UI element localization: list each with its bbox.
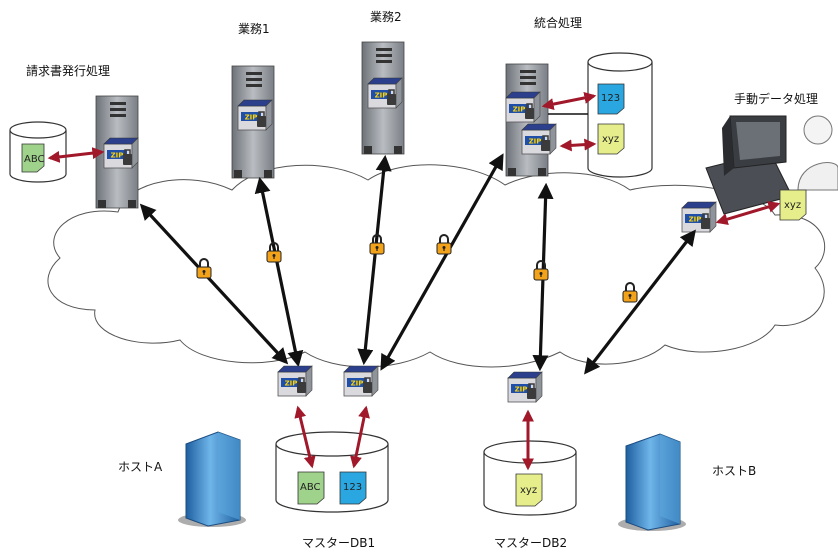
zip-icon (505, 91, 541, 123)
doc-label: 123 (601, 93, 620, 104)
network-arrows (139, 153, 696, 375)
network-cloud (47, 164, 825, 368)
transfer-arrow (294, 405, 316, 469)
transfer-arrow (559, 138, 597, 152)
doc-label: ABC (24, 154, 45, 165)
transfer-arrow (715, 201, 781, 225)
host-a-server (178, 431, 246, 527)
document-icon: xyz (779, 189, 807, 221)
label-invoice-processing: 請求書発行処理 (26, 64, 111, 78)
zip-icon (681, 201, 717, 233)
document-icon: 123 (597, 83, 625, 115)
host-b-server (618, 433, 686, 531)
label-integration-processing: 統合処理 (534, 16, 583, 30)
label-host-b: ホストB (712, 464, 757, 478)
person-icon (797, 115, 838, 191)
zip-icon (507, 371, 543, 403)
zip-icon (237, 99, 273, 131)
zip-icon (343, 365, 379, 397)
integration-database (587, 52, 653, 178)
zip-icon (367, 77, 403, 109)
doc-label: 123 (343, 482, 362, 493)
transfer-arrow (350, 405, 370, 469)
label-manual-processing: 手動データ処理 (734, 92, 819, 106)
doc-label: ABC (300, 482, 321, 493)
label-business-1: 業務1 (238, 22, 270, 36)
transfer-arrow (541, 91, 597, 111)
transfer-arrow (47, 147, 105, 163)
workstation-monitor (705, 115, 793, 215)
zip-icon (277, 365, 313, 397)
zip-icon (521, 123, 557, 155)
label-business-2: 業務2 (370, 10, 402, 24)
document-icon: ABC (21, 143, 45, 173)
doc-label: xyz (602, 134, 619, 145)
document-icon: 123 (339, 471, 367, 505)
master-db1-cylinder (275, 431, 389, 513)
zip-icon (103, 137, 139, 169)
doc-label: xyz (784, 200, 801, 211)
document-icon: ABC (297, 471, 325, 505)
document-icon: xyz (515, 473, 543, 507)
label-master-db1: マスターDB1 (302, 536, 376, 550)
doc-label: xyz (520, 485, 537, 496)
label-master-db2: マスターDB2 (494, 536, 568, 550)
label-host-a: ホストA (118, 460, 163, 474)
document-icon: xyz (597, 123, 625, 155)
